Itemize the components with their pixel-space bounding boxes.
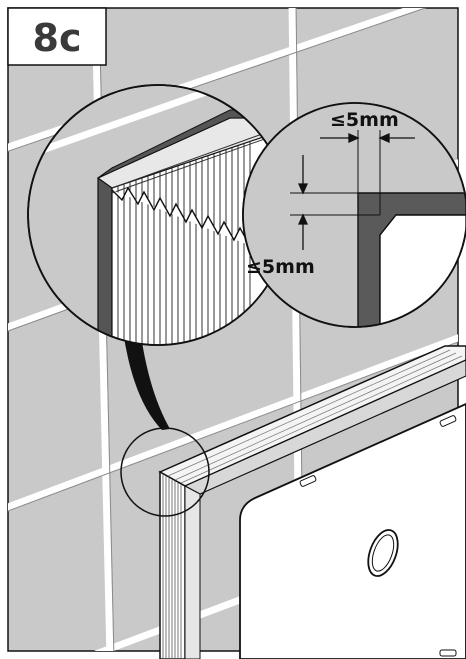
inner-panel — [239, 403, 466, 659]
detail-circle-gap — [242, 102, 466, 328]
slot — [439, 649, 457, 657]
slot — [439, 415, 457, 427]
top-face-lines — [167, 349, 463, 484]
oval-opening — [367, 529, 399, 577]
fluted-side-lines — [162, 474, 182, 659]
step-label-box: 8c — [7, 7, 107, 66]
serrated-edge — [111, 186, 267, 253]
oval-opening-inner — [371, 534, 395, 572]
installation-plate — [158, 345, 466, 659]
dimension-arrows-vertical — [297, 155, 309, 250]
step-label: 8c — [33, 16, 82, 60]
dimension-arrows-horizontal — [320, 132, 415, 144]
dimension-label-vertical: ≤5mm — [246, 256, 315, 278]
slot — [299, 475, 317, 487]
detail-circle-edge — [27, 84, 289, 346]
dimension-label-horizontal: ≤5mm — [330, 109, 399, 131]
